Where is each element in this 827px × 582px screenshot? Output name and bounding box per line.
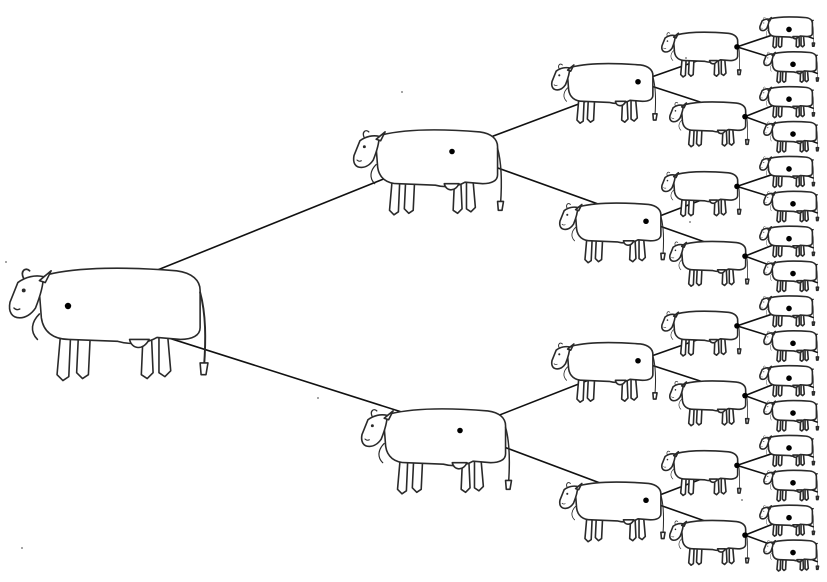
pedigree-animals [10, 17, 819, 571]
junction-dot-g3-2 [643, 218, 649, 224]
print-speck-2 [21, 547, 23, 549]
junction-dot-g5-2 [790, 62, 796, 68]
junction-dot-g5-14 [790, 480, 796, 486]
junction-dot-g5-7 [786, 236, 792, 242]
junction-dot-g3-3 [635, 358, 641, 364]
junction-dot-g4-6 [742, 393, 748, 399]
junction-dot-g5-5 [786, 166, 792, 172]
cow-illustration-g5-15 [760, 505, 815, 536]
print-speck-6 [741, 499, 743, 501]
junction-dot-g5-16 [790, 550, 796, 556]
print-speck-3 [401, 91, 403, 93]
junction-dot-g4-3 [734, 184, 740, 190]
cow-illustration-g2-1 [354, 130, 504, 215]
cow-illustration-g4-7 [662, 451, 741, 496]
cow-illustration-g5-8 [764, 261, 819, 292]
cow-illustration-g3-4 [560, 482, 665, 542]
cow-illustration-g4-4 [670, 242, 749, 287]
junction-dot-g4-8 [742, 532, 748, 538]
junction-dot-g5-12 [790, 410, 796, 416]
cow-illustration-g2-2 [362, 409, 512, 494]
junction-dot-g5-8 [790, 271, 796, 277]
cow-illustration-g5-12 [764, 401, 819, 432]
junction-dot-g5-11 [786, 375, 792, 381]
cow-illustration-g1-1 [10, 268, 208, 380]
junction-dot-g4-5 [734, 323, 740, 329]
junction-dot-g4-7 [734, 463, 740, 469]
cow-illustration-g5-5 [760, 156, 815, 187]
junction-dot-g4-4 [742, 253, 748, 259]
cow-illustration-g4-2 [670, 102, 749, 147]
junction-dot-g2-2 [457, 428, 463, 434]
print-speck-4 [317, 397, 319, 399]
junction-dot-g5-15 [786, 515, 792, 521]
cow-illustration-g4-8 [670, 521, 749, 566]
cow-illustration-g5-16 [764, 540, 819, 571]
cow-illustration-g3-3 [552, 343, 657, 403]
print-speck-1 [5, 261, 7, 263]
cow-illustration-g5-2 [764, 52, 819, 83]
cow-illustration-g5-1 [760, 17, 815, 48]
cow-illustration-g5-6 [764, 191, 819, 222]
junction-dot-g5-9 [786, 306, 792, 312]
junction-dot-g5-4 [790, 131, 796, 137]
cow-illustration-g5-7 [760, 226, 815, 257]
cow-illustration-g5-9 [760, 296, 815, 327]
junction-dot-g4-1 [734, 44, 740, 50]
cow-illustration-g5-4 [764, 122, 819, 153]
junction-dot-g3-4 [643, 497, 649, 503]
cow-illustration-g3-1 [552, 64, 657, 124]
junction-dot-g4-2 [742, 114, 748, 120]
cow-illustration-g3-2 [560, 203, 665, 263]
junction-dot-g5-1 [786, 27, 792, 33]
cow-illustration-g4-5 [662, 311, 741, 356]
cow-illustration-g5-10 [764, 331, 819, 362]
cow-illustration-g5-13 [760, 435, 815, 466]
cow-illustration-g5-3 [760, 87, 815, 118]
cow-illustration-g4-6 [670, 381, 749, 426]
junction-dot-g2-1 [449, 149, 455, 155]
cow-illustration-g5-14 [764, 470, 819, 501]
cow-illustration-g4-1 [662, 32, 741, 77]
junction-dot-g5-10 [790, 341, 796, 347]
cow-illustration-g5-11 [760, 366, 815, 397]
cow-illustration-g4-3 [662, 172, 741, 217]
junction-dot-g5-6 [790, 201, 796, 207]
junction-dot-g3-1 [635, 79, 641, 85]
junction-dot-g5-13 [786, 445, 792, 451]
print-speck-5 [685, 57, 687, 59]
junction-dot-g1-1 [65, 303, 71, 309]
junction-dot-g5-3 [786, 96, 792, 102]
print-speck-7 [689, 221, 691, 223]
